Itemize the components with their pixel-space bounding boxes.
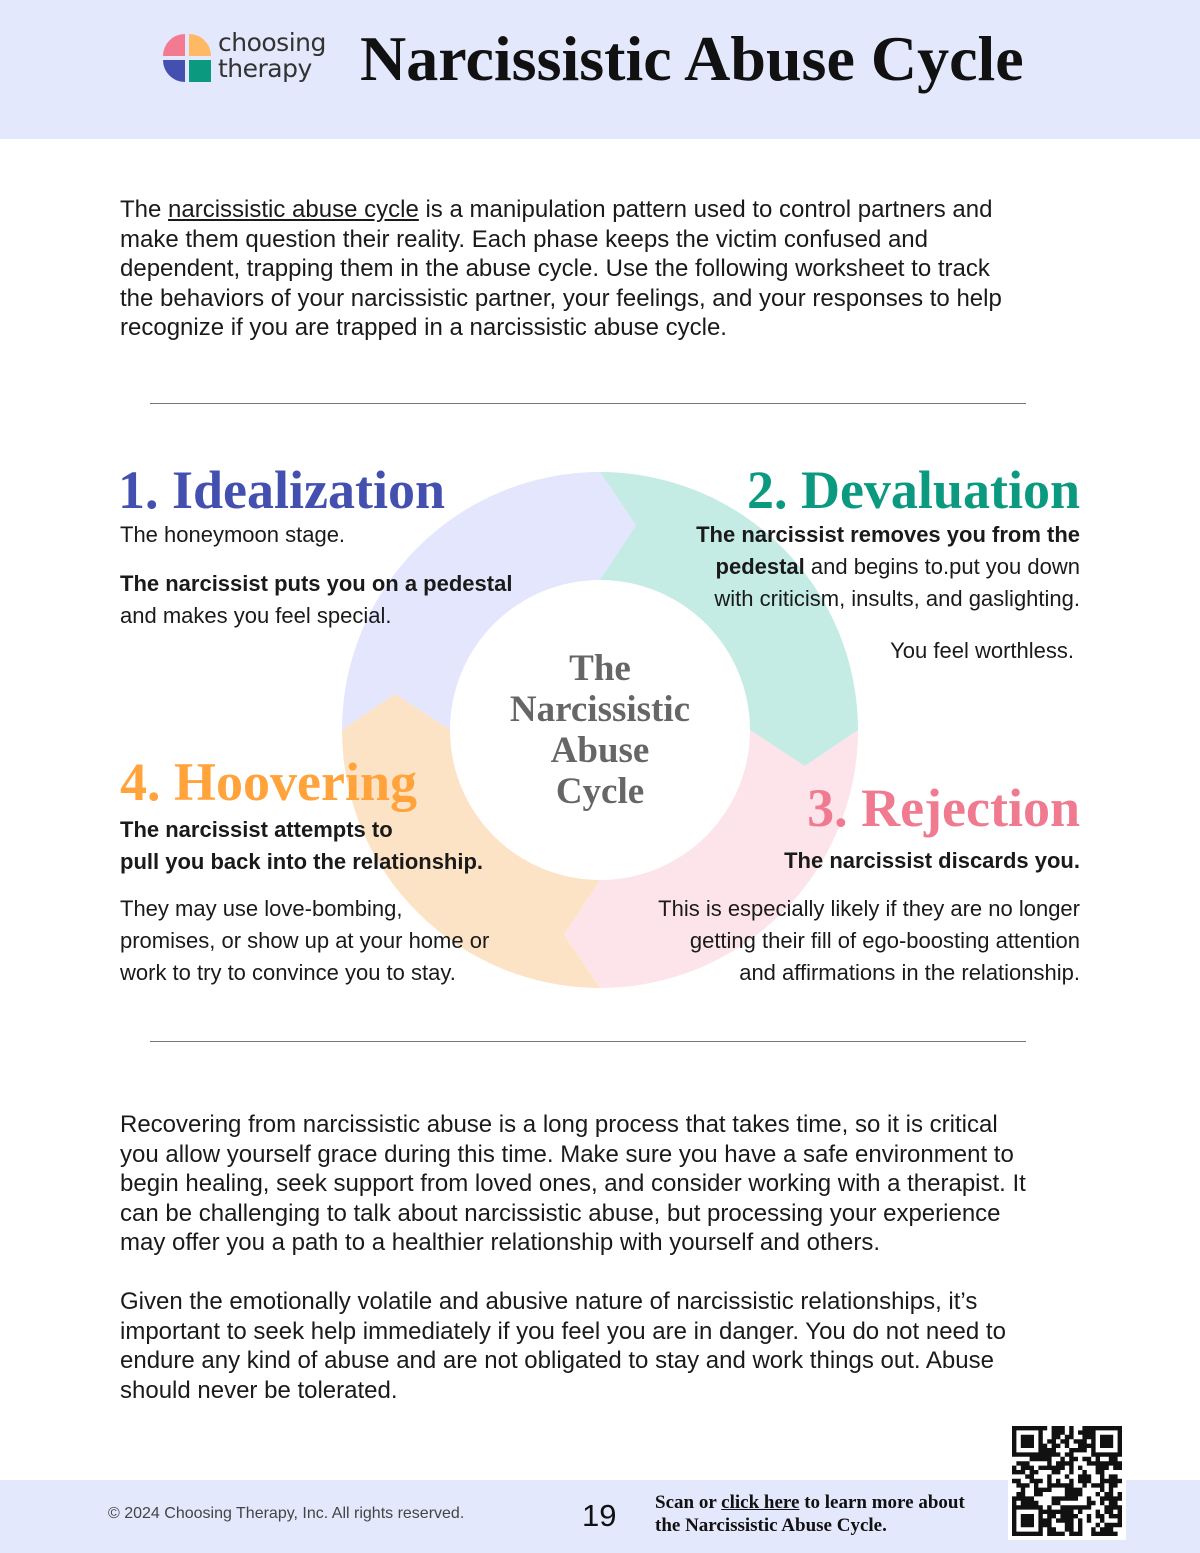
closing-line: Given the emotionally volatile and abusi… bbox=[120, 1288, 978, 1315]
cycle-segment-rejection bbox=[563, 730, 858, 988]
cycle-segment-devaluation bbox=[600, 472, 858, 767]
phase-2-title: 2. Devaluation bbox=[746, 460, 1080, 520]
phase-1-text: The honeymoon stage. The narcissist puts… bbox=[120, 519, 512, 632]
closing-paragraph-1: Recovering from narcissistic abuse is a … bbox=[120, 1110, 1026, 1258]
qr-code-icon[interactable] bbox=[1008, 1422, 1126, 1540]
phase-1-line: The honeymoon stage. bbox=[120, 522, 346, 547]
divider bbox=[150, 1041, 1026, 1042]
intro-line: recognize if you are trapped in a narcis… bbox=[120, 314, 727, 341]
phase-3-bold: The narcissist discards you. bbox=[784, 848, 1080, 873]
qr-modules bbox=[1012, 1426, 1122, 1536]
phase-1-bold: The narcissist puts you on a pedestal bbox=[120, 571, 513, 596]
logo-wordmark: choosing therapy bbox=[218, 30, 326, 82]
phase-4-title: 4. Hoovering bbox=[120, 752, 417, 812]
click-here-link[interactable]: click here bbox=[721, 1492, 800, 1513]
phase-4-text: The narcissist attempts to pull you back… bbox=[120, 814, 489, 989]
phase-4-line: work to try to convince you to stay. bbox=[120, 960, 456, 985]
divider bbox=[150, 403, 1026, 404]
choosing-therapy-logo-icon bbox=[163, 34, 211, 82]
phase-4-bold: The narcissist attempts to bbox=[120, 817, 393, 842]
narcissistic-abuse-cycle-link[interactable]: narcissistic abuse cycle bbox=[168, 196, 419, 223]
scan-text: the Narcissistic Abuse Cycle. bbox=[655, 1515, 887, 1536]
cycle-segment-idealization bbox=[342, 472, 637, 730]
scan-cta: Scan or click here to learn more about t… bbox=[655, 1491, 965, 1537]
logo-line2: therapy bbox=[218, 54, 312, 83]
scan-text: to learn more about bbox=[799, 1492, 965, 1513]
phase-3-text: The narcissist discards you. This is esp… bbox=[658, 845, 1080, 989]
phase-3-line: getting their fill of ego-boosting atten… bbox=[689, 928, 1080, 953]
page-number: 19 bbox=[582, 1498, 617, 1533]
intro-text: The bbox=[120, 196, 169, 223]
cycle-segment-hoovering bbox=[342, 693, 600, 988]
footer-bar bbox=[0, 1480, 1200, 1553]
closing-line: important to seek help immediately if yo… bbox=[120, 1317, 1006, 1345]
closing-line: begin healing, seek support from loved o… bbox=[120, 1170, 1026, 1197]
logo-line1: choosing bbox=[218, 28, 326, 57]
closing-line: should never be tolerated. bbox=[120, 1376, 398, 1404]
phase-2-text: The narcissist removes you from the pede… bbox=[696, 519, 1080, 667]
phase-3-line: This is especially likely if they are no… bbox=[658, 896, 1080, 921]
phase-1-title: 1. Idealization bbox=[118, 460, 446, 520]
center-line: Cycle bbox=[555, 771, 645, 812]
cycle-center-label: The Narcissistic Abuse Cycle bbox=[450, 648, 750, 812]
cycle-ring bbox=[342, 472, 858, 988]
phase-2-line: and begins to.put you down bbox=[804, 554, 1080, 579]
phase-4-bold: pull you back into the relationship. bbox=[120, 849, 484, 874]
closing-line: endure any kind of abuse and are not obl… bbox=[120, 1347, 994, 1374]
closing-paragraph-2: Given the emotionally volatile and abusi… bbox=[120, 1287, 1006, 1405]
center-line: Narcissistic bbox=[509, 689, 691, 730]
closing-line: Recovering from narcissistic abuse is a … bbox=[120, 1111, 998, 1138]
intro-line: make them question their reality. Each p… bbox=[120, 225, 928, 253]
closing-line: can be challenging to talk about narciss… bbox=[120, 1199, 1001, 1227]
phase-3-line: and affirmations in the relationship. bbox=[739, 960, 1080, 985]
phase-4-line: promises, or show up at your home or bbox=[120, 928, 490, 953]
intro-paragraph: The narcissistic abuse cycle is a manipu… bbox=[120, 195, 1002, 343]
phase-2-line: You feel worthless. bbox=[890, 638, 1074, 663]
scan-text: Scan or bbox=[655, 1492, 722, 1513]
copyright: © 2024 Choosing Therapy, Inc. All rights… bbox=[108, 1505, 465, 1522]
intro-line: dependent, trapping them in the abuse cy… bbox=[120, 255, 990, 282]
phase-3-title: 3. Rejection bbox=[807, 778, 1080, 838]
closing-line: you allow yourself grace during this tim… bbox=[120, 1140, 1014, 1168]
phase-2-bold: The narcissist removes you from the bbox=[696, 522, 1080, 547]
center-line: Abuse bbox=[550, 730, 650, 771]
phase-1-line: and makes you feel special. bbox=[120, 603, 392, 628]
intro-text: is a manipulation pattern used to contro… bbox=[418, 196, 993, 223]
center-line: The bbox=[569, 648, 631, 689]
page-title: Narcissistic Abuse Cycle bbox=[360, 23, 1024, 94]
phase-4-line: They may use love-bombing, bbox=[120, 896, 403, 921]
intro-line: the behaviors of your narcissistic partn… bbox=[120, 284, 1002, 312]
phase-2-bold: pedestal bbox=[715, 554, 805, 579]
phase-2-line: with criticism, insults, and gaslighting… bbox=[714, 586, 1080, 611]
closing-line: may offer you a path to a healthier rela… bbox=[120, 1229, 880, 1256]
